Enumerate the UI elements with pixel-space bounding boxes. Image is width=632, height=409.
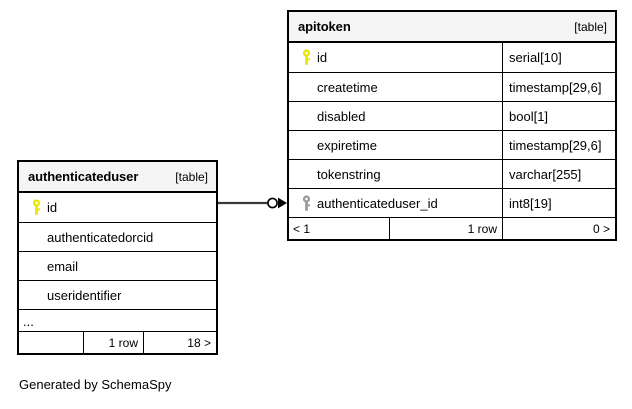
key-icon-foreign	[296, 194, 317, 212]
table-header-apitoken: apitoken [table]	[289, 12, 615, 41]
key-icon-primary	[296, 49, 317, 66]
table-row[interactable]: createtime timestamp[29,6]	[289, 72, 615, 101]
column-type-label: int8[19]	[509, 195, 552, 211]
column-name-cell: tokenstring	[289, 160, 502, 188]
column-type-cell: serial[10]	[502, 43, 615, 72]
column-label: email	[47, 258, 79, 274]
column-name-cell: authenticateduser_id	[289, 189, 502, 217]
column-name-cell: createtime	[289, 73, 502, 101]
column-type-cell: varchar[255]	[502, 160, 615, 188]
column-name-cell: id	[19, 193, 216, 222]
header-divider	[289, 41, 615, 43]
table-row[interactable]: authenticateduser_id int8[19]	[289, 188, 615, 217]
table-row[interactable]: authenticatedorcid	[19, 222, 216, 251]
column-type-label: serial[10]	[509, 50, 562, 65]
cardinality-zero-marker	[267, 197, 278, 209]
ellipsis-label: ...	[23, 314, 34, 329]
table-row[interactable]: tokenstring varchar[255]	[289, 159, 615, 188]
column-type-cell: int8[19]	[502, 189, 615, 217]
footer-row-count-label: 1 row	[108, 335, 138, 350]
column-label: id	[317, 50, 328, 65]
table-row[interactable]: id	[19, 193, 216, 222]
column-label: expiretime	[317, 137, 377, 153]
column-name-cell: expiretime	[289, 131, 502, 159]
table-type-tag: [table]	[175, 169, 208, 184]
footer-child-label: 18 >	[187, 335, 211, 350]
table-footer: 1 row 18 >	[19, 331, 216, 353]
column-label: id	[47, 200, 58, 215]
footer-parent-count[interactable]	[19, 332, 83, 353]
column-type-label: varchar[255]	[509, 166, 582, 182]
column-label: createtime	[317, 79, 378, 95]
table-row[interactable]: disabled bool[1]	[289, 101, 615, 130]
footer-child-count[interactable]: 0 >	[502, 218, 615, 239]
diagram-caption: Generated by SchemaSpy	[19, 377, 172, 392]
column-type-label: bool[1]	[509, 108, 549, 124]
more-columns-indicator: ...	[19, 309, 216, 331]
table-name: authenticateduser	[28, 169, 139, 184]
column-label: useridentifier	[47, 287, 122, 303]
table-row[interactable]: expiretime timestamp[29,6]	[289, 130, 615, 159]
table-row[interactable]: useridentifier	[19, 280, 216, 309]
table-row[interactable]: id serial[10]	[289, 43, 615, 72]
column-name-cell: email	[19, 252, 216, 280]
footer-row-count: 1 row	[83, 332, 143, 353]
key-icon-primary	[26, 199, 47, 216]
column-label: authenticatedorcid	[47, 229, 154, 245]
column-label: authenticateduser_id	[317, 195, 438, 211]
column-name-cell: id	[289, 43, 502, 72]
table-node-apitoken[interactable]: apitoken [table] id serial[10] createtim…	[287, 10, 617, 241]
column-label: disabled	[317, 108, 366, 124]
footer-row-count: 1 row	[389, 218, 502, 239]
column-name-cell: disabled	[289, 102, 502, 130]
column-type-label: timestamp[29,6]	[509, 79, 602, 95]
column-type-cell: timestamp[29,6]	[502, 131, 615, 159]
header-divider	[19, 191, 216, 193]
column-name-cell: useridentifier	[19, 281, 216, 309]
column-label: tokenstring	[317, 166, 381, 182]
column-type-cell: timestamp[29,6]	[502, 73, 615, 101]
table-type-tag: [table]	[574, 19, 607, 34]
footer-parent-count[interactable]: < 1	[289, 218, 389, 239]
footer-child-label: 0 >	[592, 221, 610, 236]
footer-parent-label: < 1	[293, 221, 311, 236]
table-header-authenticateduser: authenticateduser [table]	[19, 162, 216, 191]
footer-child-count[interactable]: 18 >	[143, 332, 216, 353]
cardinality-many-arrow	[278, 197, 287, 209]
table-row[interactable]: email	[19, 251, 216, 280]
column-type-cell: bool[1]	[502, 102, 615, 130]
footer-row-count-label: 1 row	[467, 221, 497, 236]
table-node-authenticateduser[interactable]: authenticateduser [table] id authenticat…	[17, 160, 218, 355]
column-name-cell: authenticatedorcid	[19, 223, 216, 251]
table-footer: < 1 1 row 0 >	[289, 217, 615, 239]
column-type-label: timestamp[29,6]	[509, 137, 602, 153]
table-name: apitoken	[298, 19, 351, 34]
